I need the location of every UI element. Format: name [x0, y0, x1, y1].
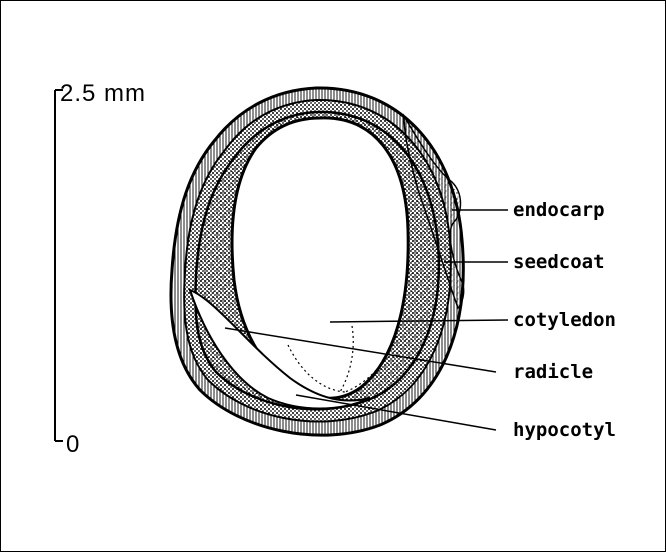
scale-top-label: 2.5 mm — [60, 80, 146, 107]
part-labels: endocarp seedcoat cotyledon radicle hypo… — [513, 199, 616, 441]
label-hypocotyl: hypocotyl — [513, 419, 616, 441]
label-cotyledon: cotyledon — [513, 309, 616, 331]
label-endocarp: endocarp — [513, 199, 605, 221]
seed-drawing — [171, 88, 464, 435]
scale-bottom-label: 0 — [66, 431, 80, 458]
label-seedcoat: seedcoat — [513, 251, 605, 273]
scale-bar: 2.5 mm 0 — [55, 80, 146, 458]
label-radicle: radicle — [513, 361, 593, 383]
